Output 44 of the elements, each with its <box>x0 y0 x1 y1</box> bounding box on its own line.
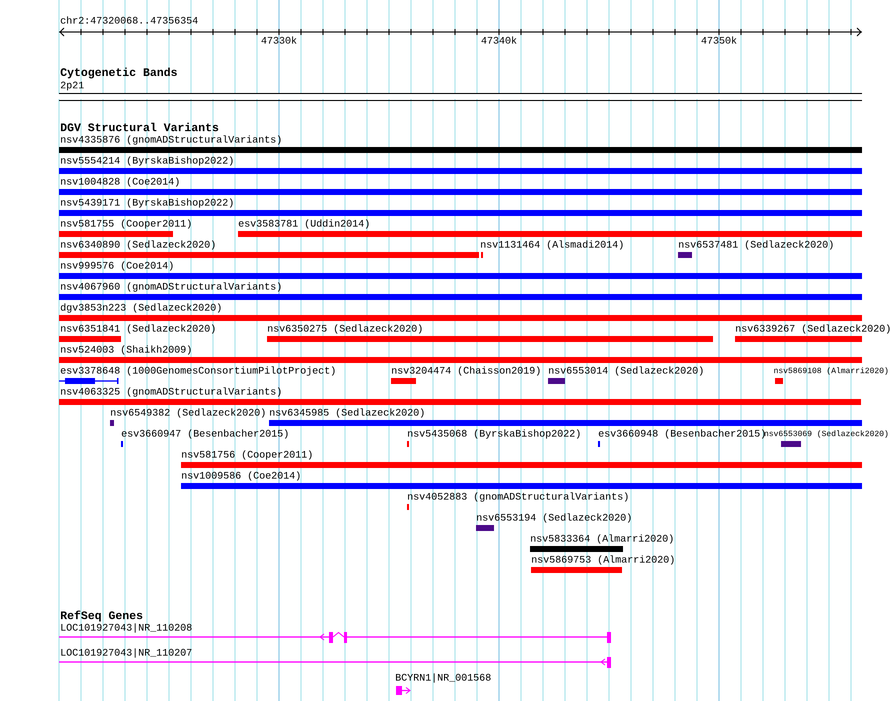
variant-label: nsv5869108 (Almarri2020) <box>774 367 888 375</box>
variant-label: esv3583781 (Uddin2014) <box>238 219 369 229</box>
variant-label: nsv6553069 (Sedlazeck2020) <box>764 430 888 438</box>
variant-label: nsv524003 (Shaikh2009) <box>61 345 191 355</box>
variant-label: nsv6553014 (Sedlazeck2020) <box>549 366 703 376</box>
variant-label: nsv4335876 (gnomADStructuralVariants) <box>61 135 281 145</box>
variant-label: nsv4052883 (gnomADStructuralVariants) <box>408 492 628 502</box>
variant-label: nsv6351841 (Sedlazeck2020) <box>61 324 215 334</box>
variant-label: nsv5439171 (ByrskaBishop2022) <box>61 198 233 208</box>
gene-label: BCYRN1|NR_001568 <box>396 673 491 683</box>
variant-label: nsv1131464 (Alsmadi2014) <box>481 240 623 250</box>
tick-label: 47330k <box>262 36 296 44</box>
variant-label: esv3660948 (Besenbacher2015) <box>598 429 765 439</box>
variant-label: nsv5833364 (Almarri2020) <box>531 534 673 544</box>
variant-label: nsv6549382 (Sedlazeck2020) <box>111 408 265 418</box>
variant-label: esv3660947 (Besenbacher2015) <box>122 429 288 439</box>
tick-label: 47350k <box>702 36 736 44</box>
variant-label: nsv1004828 (Coe2014) <box>61 177 179 187</box>
track-title: DGV Structural Variants <box>60 122 218 132</box>
variant-label: nsv6345985 (Sedlazeck2020) <box>270 408 424 418</box>
tick-label: 47340k <box>482 36 516 44</box>
variant-label: nsv5554214 (ByrskaBishop2022) <box>61 156 233 166</box>
variant-label: nsv3204474 (Chaisson2019) <box>392 366 540 376</box>
variant-label: nsv581756 (Cooper2011) <box>182 450 312 460</box>
band-label: 2p21 <box>60 82 84 90</box>
variant-label: nsv6553194 (Sedlazeck2020) <box>477 513 631 523</box>
variant-label: nsv6339267 (Sedlazeck2020) <box>736 324 890 334</box>
gene-label: LOC101927043|NR_110207 <box>61 648 192 658</box>
track-title: RefSeq Genes <box>60 610 142 622</box>
track-title: Cytogenetic Bands <box>60 68 177 78</box>
variant-label: nsv999576 (Coe2014) <box>61 261 173 271</box>
gene-label: LOC101927043|NR_110208 <box>61 623 192 633</box>
variant-label: nsv6340890 (Sedlazeck2020) <box>61 240 215 250</box>
variant-label: nsv581755 (Cooper2011) <box>61 219 191 229</box>
variant-label: nsv5869753 (Almarri2020) <box>532 555 674 565</box>
coordinate-label: chr2:47320068..47356354 <box>60 16 198 24</box>
variant-label: nsv4067960 (gnomADStructuralVariants) <box>61 282 281 292</box>
variant-label: nsv6537481 (Sedlazeck2020) <box>679 240 833 250</box>
variant-label: dgv3853n223 (Sedlazeck2020) <box>60 303 221 313</box>
variant-label: nsv4063325 (gnomADStructuralVariants) <box>61 387 281 397</box>
variant-label: esv3378648 (1000GenomesConsortiumPilotProject) <box>60 366 335 376</box>
variant-label: nsv5435068 (ByrskaBishop2022) <box>408 429 580 439</box>
variant-label: nsv6350275 (Sedlazeck2020) <box>268 324 422 334</box>
variant-label: nsv1009586 (Coe2014) <box>182 471 300 481</box>
